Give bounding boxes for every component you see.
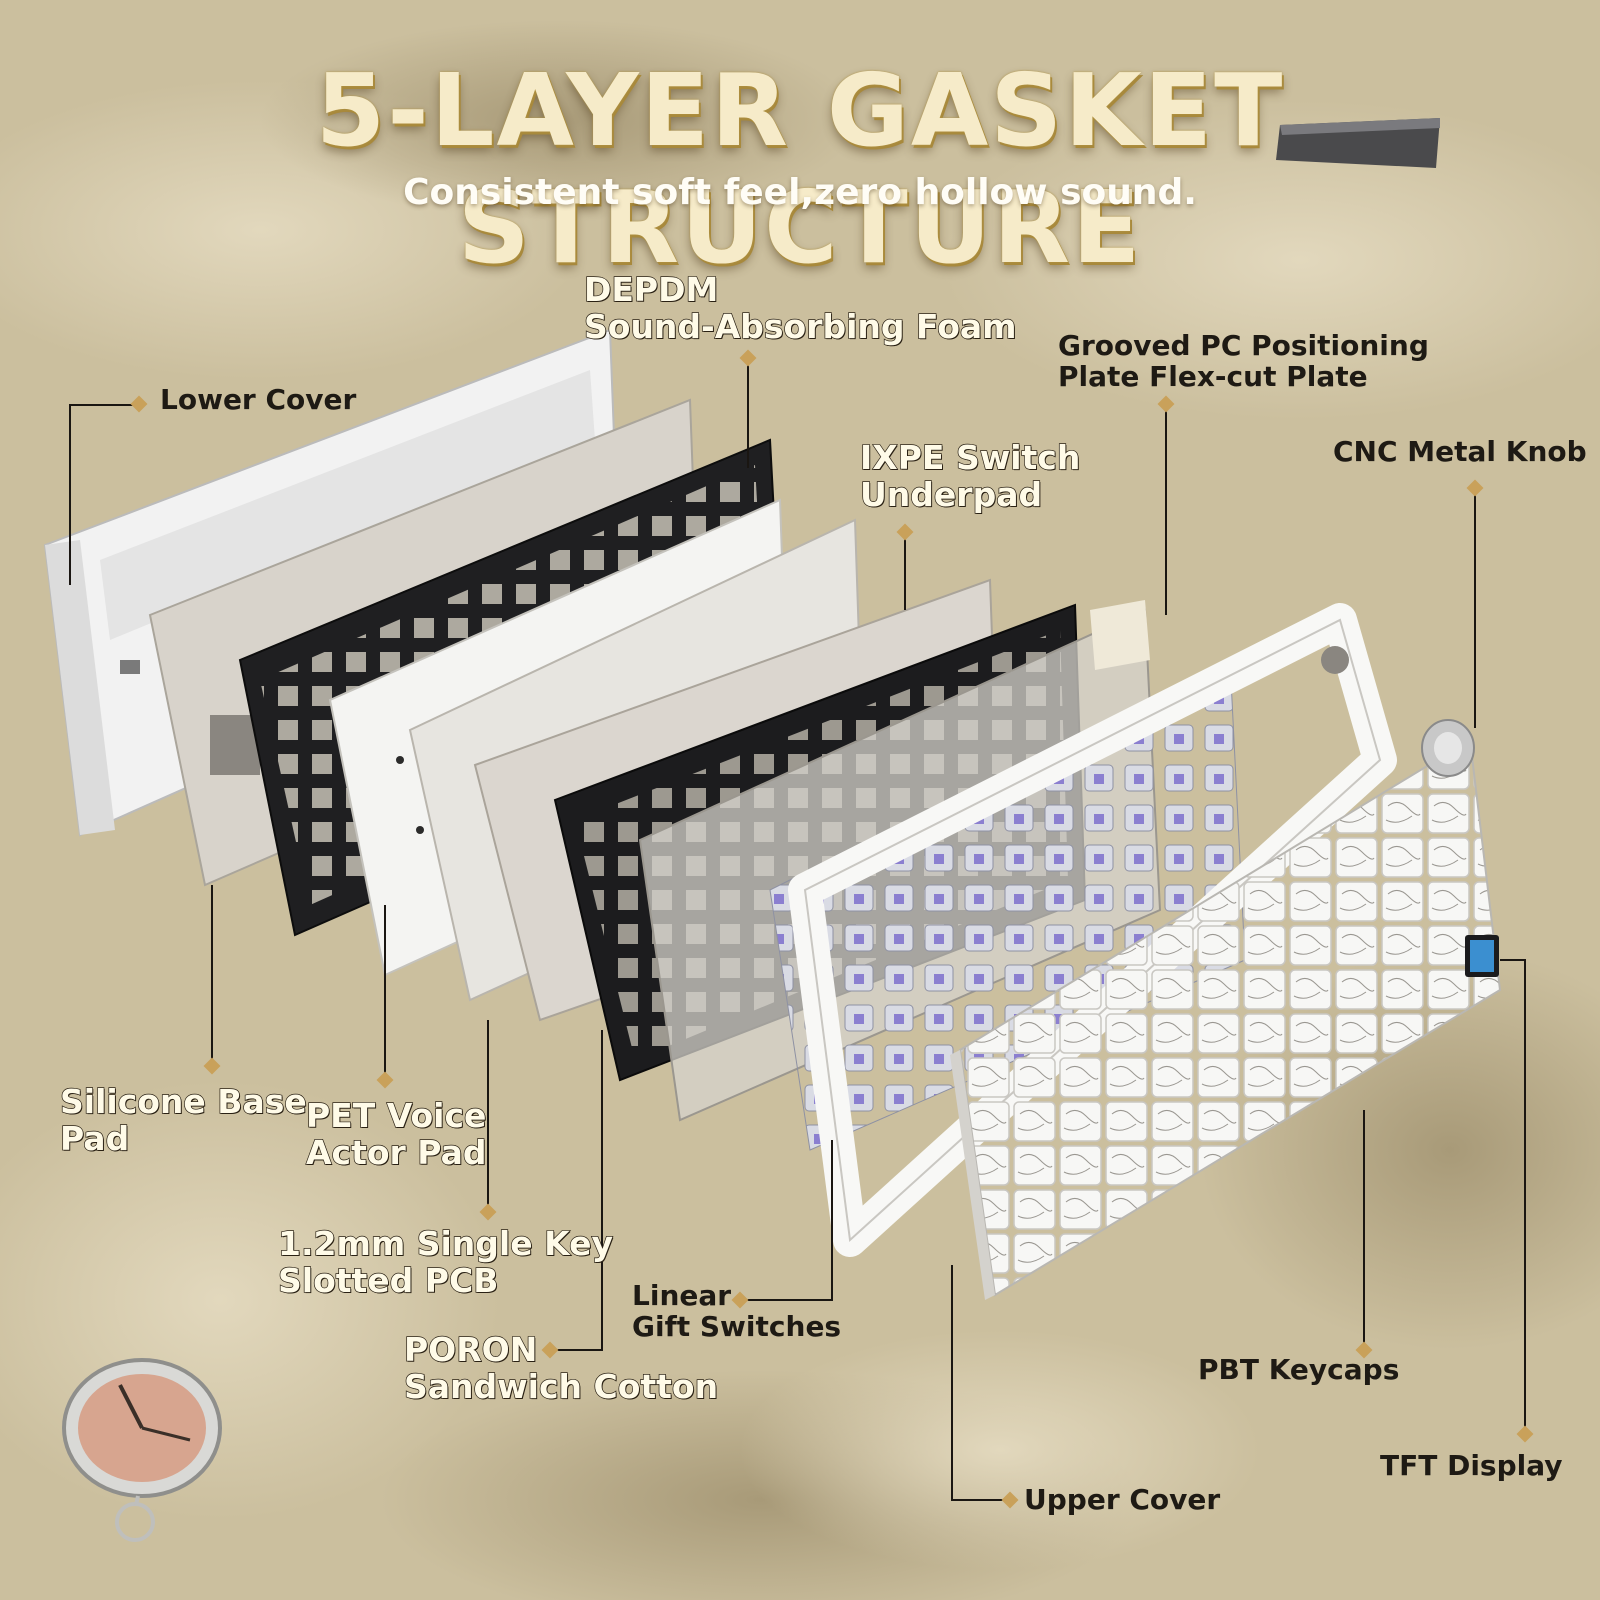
callout-pbt-keycaps: PBT Keycaps <box>1198 1353 1400 1386</box>
diamond-marker-icon <box>130 395 148 413</box>
callout-depdm-foam: DEPDM Sound-Absorbing Foam <box>583 270 1017 346</box>
callout-tft-display: TFT Display <box>1380 1449 1563 1482</box>
callout-cnc-knob: CNC Metal Knob <box>1333 435 1587 468</box>
diamond-marker-icon <box>896 523 914 541</box>
leader-tft <box>1500 959 1526 1434</box>
callout-poron-cotton: PORON Sandwich Cotton <box>403 1330 719 1406</box>
diamond-marker-icon <box>1466 479 1484 497</box>
layer-upper-cover <box>788 603 1397 1257</box>
compass-icon <box>62 1358 222 1542</box>
callout-upper-cover: Upper Cover <box>1024 1483 1221 1516</box>
diamond-marker-icon <box>376 1071 394 1089</box>
callout-lower-cover: Lower Cover <box>160 383 357 416</box>
leader-switches <box>740 1140 833 1301</box>
tft-display-icon <box>1465 935 1499 977</box>
leader-poron <box>550 1030 603 1351</box>
callout-grooved-plate: Grooved PC Positioning Plate Flex-cut Pl… <box>1058 329 1429 394</box>
diamond-marker-icon <box>731 1291 749 1309</box>
callout-pcb: 1.2mm Single Key Slotted PCB <box>277 1224 613 1300</box>
page-subtitle: Consistent soft feel,zero hollow sound. <box>403 172 1197 213</box>
callout-pet-pad: PET Voice Actor Pad <box>305 1096 487 1172</box>
diamond-marker-icon <box>541 1341 559 1359</box>
diamond-marker-icon <box>739 349 757 367</box>
callout-linear-switches: Linear Gift Switches <box>632 1279 842 1344</box>
metal-block-icon <box>1276 118 1440 168</box>
cnc-knob-icon <box>1421 719 1475 777</box>
page-title: 5-LAYER GASKET STRUCTURE <box>315 52 1285 286</box>
diamond-marker-icon <box>1516 1425 1534 1443</box>
callout-ixpe-underpad: IXPE Switch Underpad <box>859 438 1081 514</box>
leader-lower-cover <box>69 404 140 585</box>
diamond-marker-icon <box>1001 1491 1019 1509</box>
leader-lines <box>69 357 1526 1501</box>
diamond-marker-icon <box>479 1203 497 1221</box>
callout-silicone-base: Silicone Base Pad <box>59 1082 307 1158</box>
layer-pbt-keycaps <box>950 738 1502 1300</box>
leader-upper-cover <box>951 1265 1010 1501</box>
diamond-marker-icon <box>203 1057 221 1075</box>
diamond-marker-icon <box>1355 1341 1373 1359</box>
